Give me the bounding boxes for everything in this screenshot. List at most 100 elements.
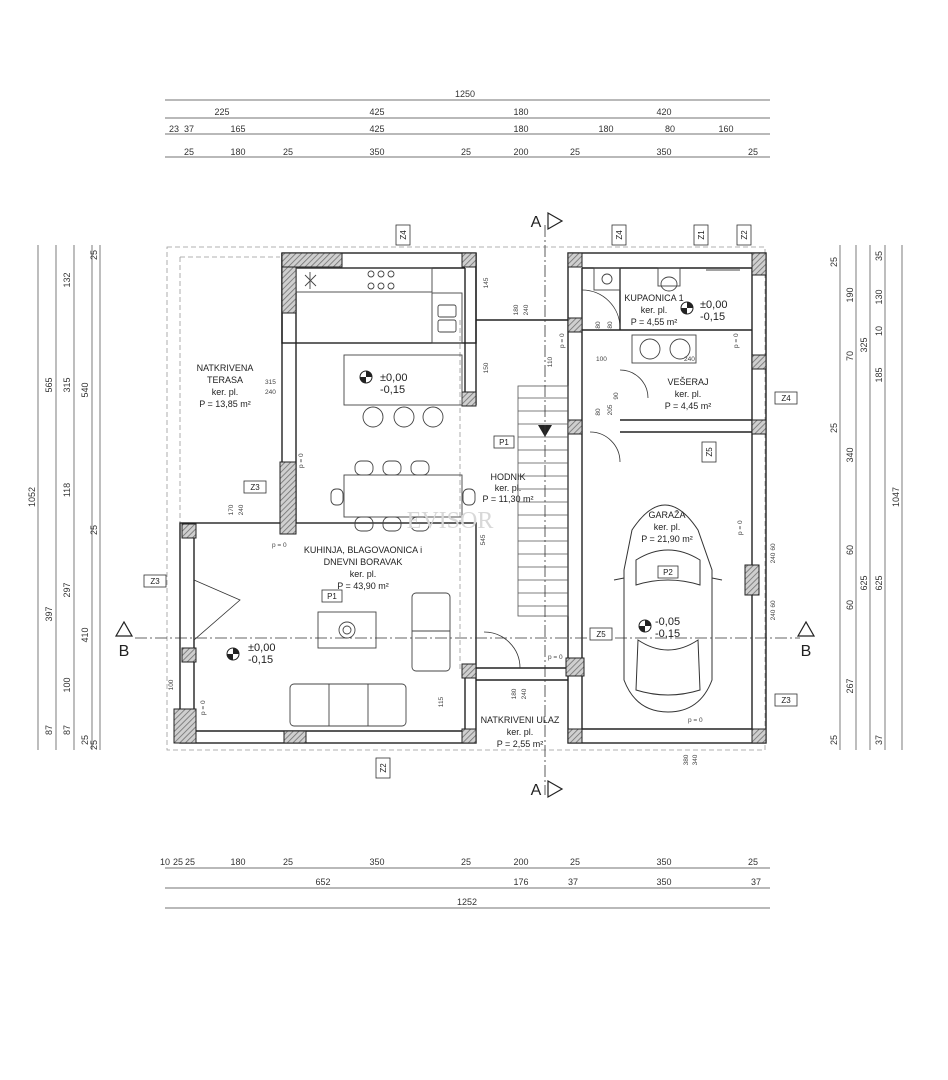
- wall-tag-text: Z4 Z4 Z1 Z2 Z3 Z3 Z4 Z5 Z5 Z3 Z2 P1 P1 P…: [150, 230, 791, 773]
- inner-dim: 90: [613, 392, 620, 400]
- inner-dim: 180: [511, 688, 518, 699]
- section-b-right: B: [801, 643, 812, 660]
- level-symbols: [226, 301, 694, 661]
- watermark: EVISOR: [407, 508, 494, 534]
- p0-label: p = 0: [298, 453, 305, 468]
- inner-dim: 240: [238, 504, 245, 515]
- room-floor: ker. pl.: [675, 389, 702, 399]
- inner-dim: 315: [265, 379, 276, 386]
- dim-text: 37: [568, 877, 578, 887]
- section-a-top: A: [531, 214, 542, 231]
- room-name: VEŠERAJ: [667, 377, 708, 387]
- inner-dim: 240: [265, 389, 276, 396]
- inner-dim: 380: [683, 754, 690, 765]
- dim-text: 350: [369, 857, 384, 867]
- room-area: P = 11,30 m²: [483, 494, 534, 504]
- inner-dim: 340: [692, 754, 699, 765]
- inner-dim: 100: [596, 356, 607, 363]
- room-name: DNEVNI BORAVAK: [324, 557, 403, 567]
- room-terasa: NATKRIVENA TERASA ker. pl. P = 13,85 m²: [197, 363, 254, 409]
- tag-z4: Z4: [399, 230, 408, 240]
- room-name: HODNIK: [490, 472, 525, 482]
- dim-text: 350: [656, 147, 671, 157]
- inner-dim: 240: [770, 552, 777, 563]
- dim-text: 25: [829, 735, 839, 745]
- level-garage-b: -0,15: [655, 628, 680, 640]
- dim-text: 70: [845, 351, 855, 361]
- dim-text: 10: [874, 326, 884, 336]
- tag-z1: Z1: [697, 230, 706, 240]
- inner-dim: 180: [513, 304, 520, 315]
- room-floor: ker. pl.: [212, 387, 239, 397]
- bathroom-fixtures: [593, 267, 740, 364]
- dim-text: 25: [173, 857, 183, 867]
- dim-text: 60: [845, 545, 855, 555]
- p0-label: p = 0: [733, 333, 740, 348]
- right-dimensions: [839, 245, 903, 750]
- dim-text: 1047: [891, 487, 901, 507]
- room-area: P = 4,55 m²: [631, 317, 678, 327]
- tag-z5: Z5: [705, 447, 714, 457]
- section-a-bottom: A: [531, 782, 542, 799]
- dim-text: 132: [62, 272, 72, 287]
- dim-text: 325: [859, 337, 869, 352]
- inner-dim: 115: [438, 696, 445, 707]
- tag-z2: Z2: [740, 230, 749, 240]
- section-markers: [114, 211, 816, 799]
- dim-text: 350: [656, 857, 671, 867]
- level-terrace-b: -0,15: [248, 654, 273, 666]
- dim-text: 25: [829, 423, 839, 433]
- room-area: P = 13,85 m²: [199, 399, 251, 409]
- inner-dim: 60: [770, 600, 777, 608]
- dim-text: 190: [845, 287, 855, 302]
- dim-text: 425: [369, 107, 384, 117]
- inner-dim: 100: [168, 679, 175, 690]
- roof-outline: [166, 246, 766, 751]
- room-area: P = 43,90 m²: [337, 581, 389, 591]
- dim-text: 176: [513, 877, 528, 887]
- room-name: KUPAONICA 1: [624, 293, 683, 303]
- level-garage-a: -0,05: [655, 616, 680, 628]
- tag-z2: Z2: [379, 763, 388, 773]
- dim-text: 25: [89, 740, 99, 750]
- kitchen-counter: [295, 267, 463, 428]
- level-kitchen-a: ±0,00: [380, 372, 407, 384]
- dim-text: 200: [513, 147, 528, 157]
- dim-text: 25: [570, 147, 580, 157]
- dim-text: 25: [829, 257, 839, 267]
- left-dim-text: 1052 565 397 87 132 315 118 297 100 87 5…: [27, 250, 99, 750]
- room-name: NATKRIVENA: [197, 363, 254, 373]
- dining-table: [330, 460, 476, 532]
- tag-z4: Z4: [615, 230, 624, 240]
- inner-dim: 545: [480, 534, 487, 545]
- dim-text: 23: [169, 124, 179, 134]
- room-garaza: GARAŽA ker. pl. P = 21,90 m²: [641, 510, 693, 544]
- inner-dim: 170: [228, 504, 235, 515]
- tag-z3: Z3: [250, 483, 260, 492]
- room-floor: ker. pl.: [654, 522, 681, 532]
- wall-tags: [143, 224, 798, 779]
- dim-text: 25: [570, 857, 580, 867]
- room-kuhinja: KUHINJA, BLAGOVAONICA i DNEVNI BORAVAK k…: [304, 545, 422, 591]
- top-dim-text: 1250 225 425 180 420 23 37 165 425 180 1…: [169, 89, 758, 157]
- dim-text: 625: [874, 575, 884, 590]
- dim-text: 118: [62, 483, 72, 497]
- dim-text: 100: [62, 677, 72, 692]
- stairs: [517, 385, 569, 617]
- room-name: KUHINJA, BLAGOVAONICA i: [304, 545, 422, 555]
- dim-text: 25: [185, 857, 195, 867]
- level-bath-b: -0,15: [700, 311, 725, 323]
- inner-dim: 240: [521, 688, 528, 699]
- section-b-left: B: [119, 643, 130, 660]
- dim-text: 652: [315, 877, 330, 887]
- room-name: TERASA: [207, 375, 243, 385]
- tag-p1: P1: [327, 592, 337, 601]
- dim-text: 180: [230, 857, 245, 867]
- room-hodnik: HODNIK ker. pl. P = 11,30 m²: [483, 472, 534, 504]
- dim-text: 180: [513, 124, 528, 134]
- dim-text: 25: [89, 525, 99, 535]
- p0-label: p = 0: [559, 333, 566, 348]
- dim-text: 1052: [27, 487, 37, 507]
- dim-text: 25: [184, 147, 194, 157]
- inner-dim: 80: [607, 321, 614, 329]
